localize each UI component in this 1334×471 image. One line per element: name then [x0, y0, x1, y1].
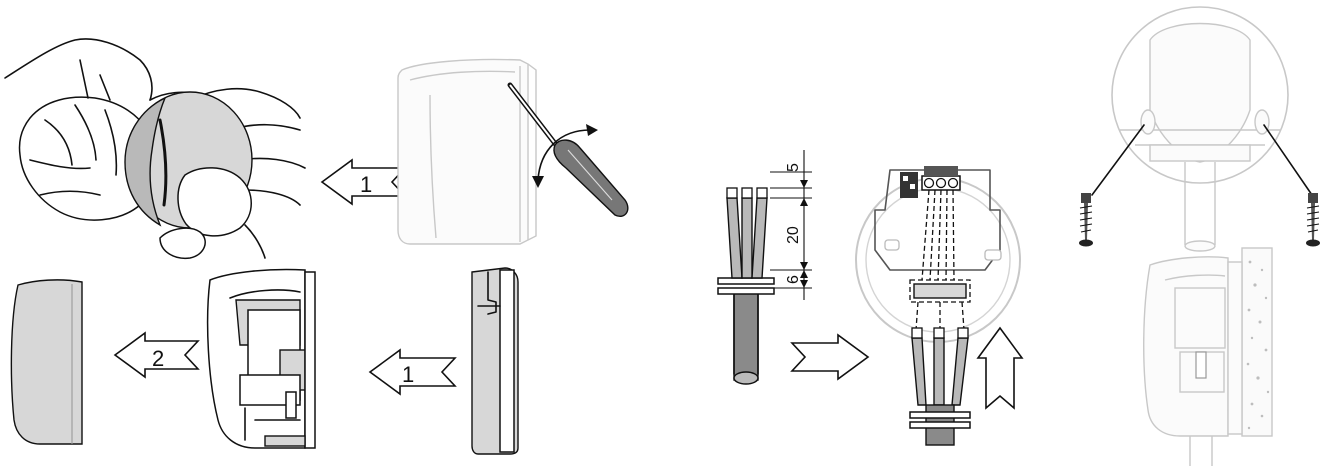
open-sensor-housing [206, 268, 316, 449]
dimension-bottom-label: 6 [785, 275, 802, 284]
detached-cover [10, 279, 83, 445]
separate-step-label: 1 [402, 362, 414, 387]
wall-texture [1246, 260, 1270, 430]
right-screw [1306, 193, 1320, 247]
base-plate-wiring [855, 166, 1021, 446]
remove-cover-step-label: 1 [360, 172, 372, 197]
detach-cover-step-label: 2 [152, 346, 164, 371]
dimension-top-label: 5 [785, 163, 802, 172]
cable-prep: 5 20 6 [717, 150, 812, 385]
sensor-housing-screwdriver [397, 58, 629, 245]
dimension-middle-label: 20 [785, 226, 802, 244]
hand-removing-cover [4, 38, 306, 260]
separate-arrow: 1 [368, 348, 457, 396]
insert-cable-arrow [790, 333, 870, 381]
sensor-side-view [471, 267, 519, 455]
left-screw [1079, 193, 1093, 247]
remove-cover-arrow: 1 [320, 158, 407, 206]
push-up-arrow [976, 326, 1024, 410]
wall-mount-assembly [1079, 6, 1320, 466]
detach-cover-arrow: 2 [113, 331, 200, 379]
